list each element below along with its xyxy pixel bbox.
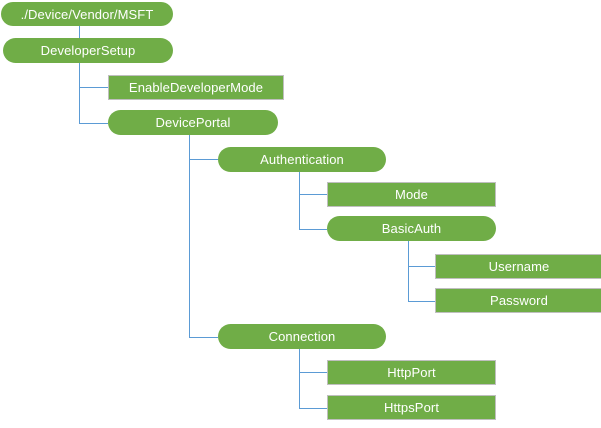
node-label-httpport: HttpPort	[387, 365, 436, 380]
connector-connection-to-httpsport	[299, 408, 327, 409]
node-deviceportal[interactable]: DevicePortal	[108, 110, 278, 135]
node-httpport[interactable]: HttpPort	[327, 360, 496, 385]
node-username[interactable]: Username	[435, 254, 601, 279]
connector-auth-to-basicauth	[299, 229, 327, 230]
connector-basicauth-trunk	[408, 241, 409, 301]
node-enabledevelopermode[interactable]: EnableDeveloperMode	[108, 75, 284, 100]
node-label-password: Password	[490, 293, 548, 308]
connector-deviceportal-to-connection	[189, 337, 218, 338]
node-label-connection: Connection	[268, 329, 336, 344]
connector-basicauth-to-username	[408, 266, 435, 267]
connector-basicauth-to-password	[408, 301, 435, 302]
node-label-enabledevelopermode: EnableDeveloperMode	[128, 80, 264, 95]
node-password[interactable]: Password	[435, 288, 601, 313]
node-authentication[interactable]: Authentication	[218, 147, 386, 172]
connector-connection-trunk	[299, 349, 300, 408]
node-label-authentication: Authentication	[260, 152, 344, 167]
node-label-username: Username	[488, 259, 550, 274]
connector-developersetup-trunk	[79, 63, 80, 124]
node-root[interactable]: ./Device/Vendor/MSFT	[1, 2, 173, 26]
node-label-developersetup: DeveloperSetup	[40, 43, 136, 58]
connector-deviceportal-to-auth	[189, 159, 218, 160]
node-label-basicauth: BasicAuth	[381, 221, 442, 236]
connector-developersetup-to-deviceportal	[79, 123, 108, 124]
node-mode[interactable]: Mode	[327, 182, 496, 207]
node-label-deviceportal: DevicePortal	[155, 115, 231, 130]
connector-root-to-developersetup	[79, 26, 80, 39]
node-httpsport[interactable]: HttpsPort	[327, 395, 496, 420]
node-basicauth[interactable]: BasicAuth	[327, 216, 496, 241]
connector-developersetup-to-enable	[79, 87, 108, 88]
connector-connection-to-httpport	[299, 372, 327, 373]
connector-auth-to-mode	[299, 194, 327, 195]
connector-deviceportal-trunk	[189, 135, 190, 337]
connector-auth-trunk	[299, 172, 300, 229]
node-connection[interactable]: Connection	[218, 324, 386, 349]
node-label-root: ./Device/Vendor/MSFT	[20, 6, 154, 22]
node-label-httpsport: HttpsPort	[383, 400, 440, 415]
node-developersetup[interactable]: DeveloperSetup	[3, 38, 173, 63]
node-label-mode: Mode	[395, 187, 428, 202]
